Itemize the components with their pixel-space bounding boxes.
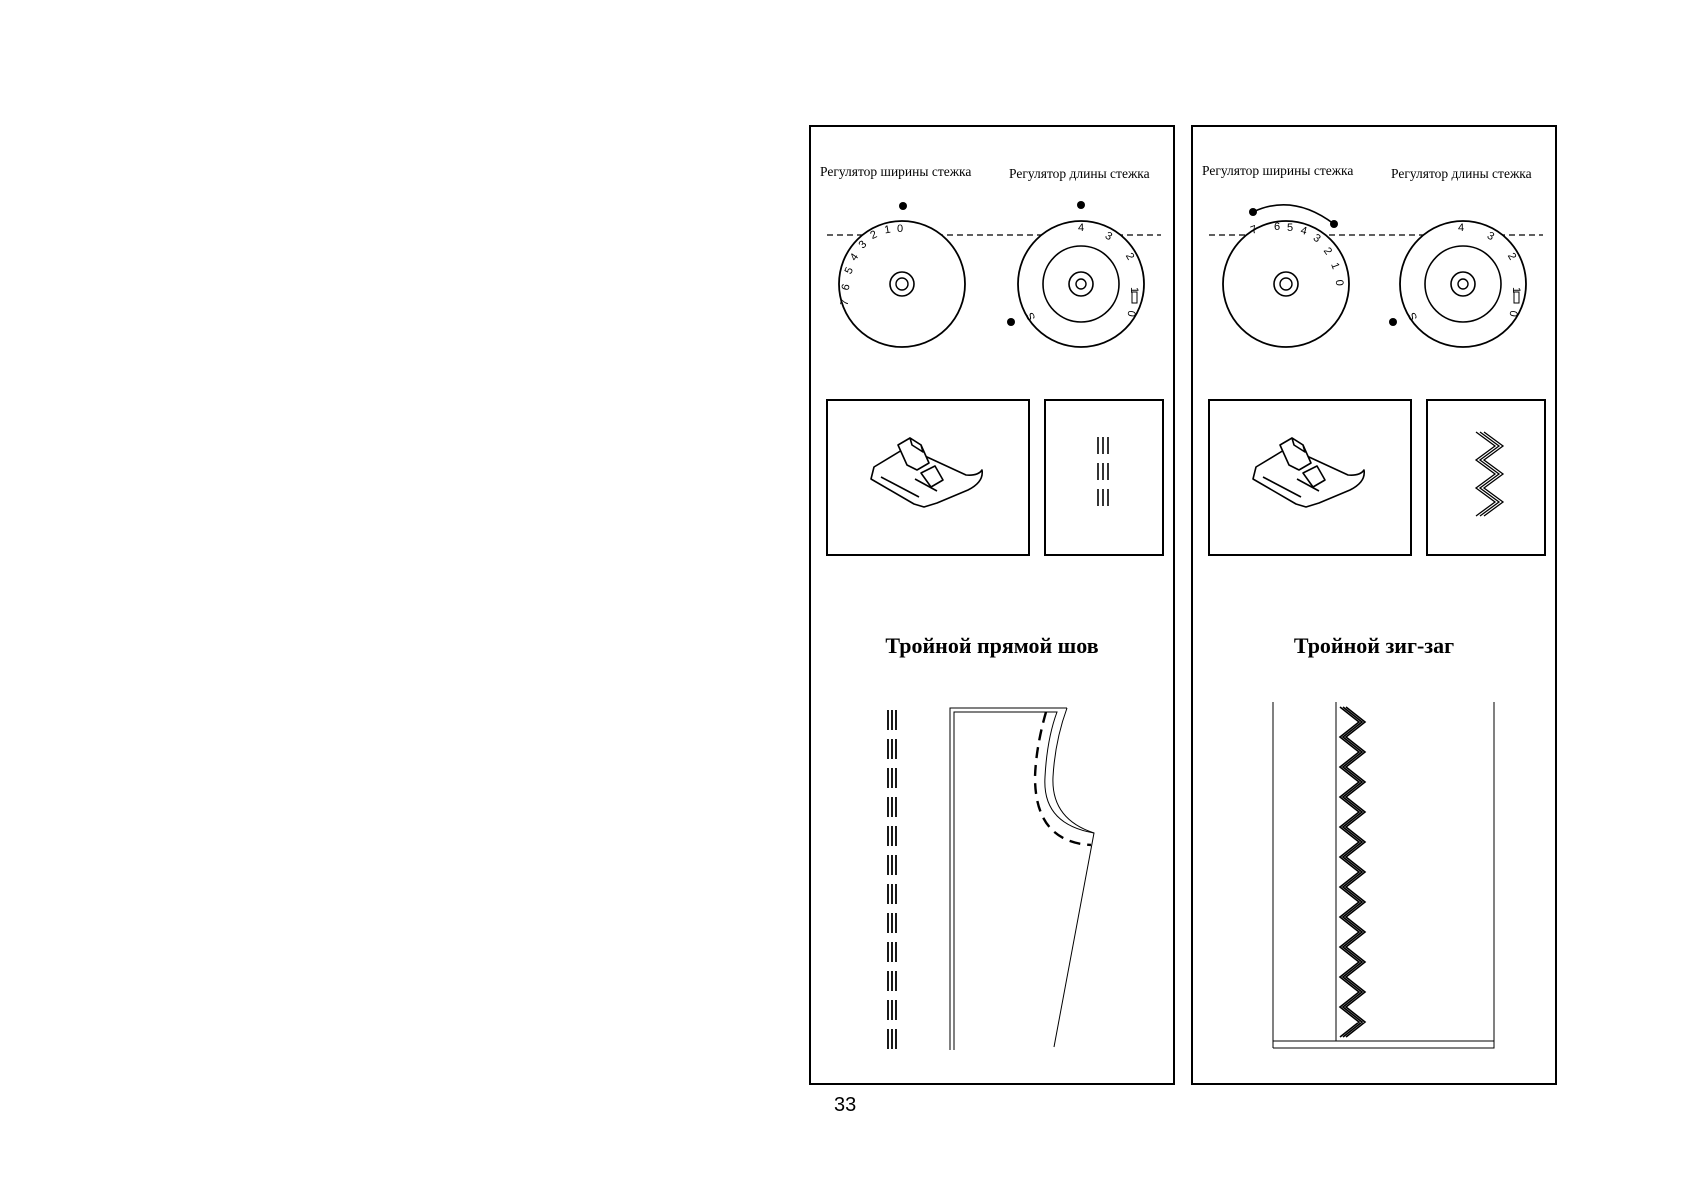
svg-text:1: 1 bbox=[1128, 287, 1140, 293]
presser-foot-icon bbox=[870, 437, 984, 508]
presser-foot-icon bbox=[1252, 437, 1366, 508]
stitch-pattern-box bbox=[1044, 399, 1164, 556]
width-indicator-dot bbox=[899, 202, 907, 210]
svg-text:7: 7 bbox=[839, 298, 852, 306]
width-dial: 7 6 5 4 3 2 1 0 bbox=[1222, 204, 1350, 348]
svg-text:3: 3 bbox=[1311, 232, 1323, 245]
svg-text:1: 1 bbox=[1510, 287, 1522, 293]
triple-zigzag-stitch-sample bbox=[1338, 706, 1367, 1038]
svg-text:0: 0 bbox=[1125, 309, 1138, 317]
svg-text:1: 1 bbox=[883, 224, 891, 237]
svg-text:4: 4 bbox=[1299, 225, 1308, 238]
s-indicator-dot bbox=[1389, 318, 1397, 326]
length-regulator-label: Регулятор длины стежка bbox=[1009, 166, 1150, 181]
svg-text:6: 6 bbox=[1274, 221, 1280, 233]
length-indicator-dot bbox=[1077, 201, 1085, 209]
length-dial-marks: 4 3 2 1 0 S bbox=[1406, 222, 1522, 322]
length-regulator-label: Регулятор длины стежка bbox=[1391, 166, 1532, 181]
length-dial-marks: 4 3 2 1 0 S bbox=[1024, 222, 1140, 322]
svg-text:6: 6 bbox=[840, 283, 853, 292]
svg-text:S: S bbox=[1406, 310, 1420, 322]
svg-text:2: 2 bbox=[1321, 245, 1334, 257]
page-number: 33 bbox=[834, 1094, 857, 1116]
triple-straight-pattern-icon bbox=[1097, 437, 1109, 506]
svg-text:5: 5 bbox=[843, 265, 856, 276]
svg-text:2: 2 bbox=[1505, 251, 1518, 262]
svg-text:3: 3 bbox=[1485, 230, 1496, 243]
s-indicator-dot bbox=[1007, 318, 1015, 326]
stitch-title: Тройной прямой шов bbox=[885, 633, 1099, 658]
svg-text:1: 1 bbox=[1328, 261, 1341, 271]
panel-illustration: 7 6 5 4 3 2 1 0 4 3 2 1 0 S bbox=[1208, 204, 1546, 1049]
panel-triple-zigzag: Регулятор ширины стежка Регулятор длины … bbox=[1191, 125, 1557, 1085]
garment-sample bbox=[949, 707, 1095, 1050]
svg-text:5: 5 bbox=[1287, 222, 1293, 234]
svg-text:4: 4 bbox=[1458, 222, 1464, 234]
width-regulator-label: Регулятор ширины стежка bbox=[820, 164, 972, 179]
width-range-arc bbox=[1252, 204, 1335, 225]
panel-triple-straight: Регулятор ширины стежка Регулятор длины … bbox=[809, 125, 1175, 1085]
svg-text:0: 0 bbox=[1507, 309, 1520, 317]
panel-illustration: 7 6 5 4 3 2 1 0 4 3 2 1 0 bbox=[826, 201, 1164, 1054]
width-dial: 7 6 5 4 3 2 1 0 bbox=[838, 202, 966, 348]
svg-text:7: 7 bbox=[1249, 223, 1259, 236]
svg-text:4: 4 bbox=[1078, 222, 1084, 234]
svg-text:4: 4 bbox=[848, 251, 861, 263]
length-dial: 4 3 2 1 0 S bbox=[1007, 201, 1145, 348]
fabric-sample bbox=[1272, 702, 1495, 1049]
triple-straight-stitch-sample bbox=[887, 710, 897, 1054]
stitch-pattern-box bbox=[1426, 399, 1546, 556]
svg-text:S: S bbox=[1024, 310, 1038, 322]
svg-text:3: 3 bbox=[1103, 230, 1114, 243]
length-dial: 4 3 2 1 0 S bbox=[1389, 220, 1527, 348]
triple-zigzag-pattern-icon bbox=[1474, 431, 1505, 517]
svg-text:2: 2 bbox=[868, 229, 879, 242]
svg-text:2: 2 bbox=[1123, 251, 1136, 262]
stitch-title: Тройной зиг-заг bbox=[1293, 633, 1455, 658]
svg-text:0: 0 bbox=[897, 223, 903, 235]
width-dial-marks: 7 6 5 4 3 2 1 0 bbox=[1249, 221, 1345, 286]
width-regulator-label: Регулятор ширины стежка bbox=[1202, 163, 1354, 178]
svg-text:0: 0 bbox=[1333, 279, 1345, 286]
